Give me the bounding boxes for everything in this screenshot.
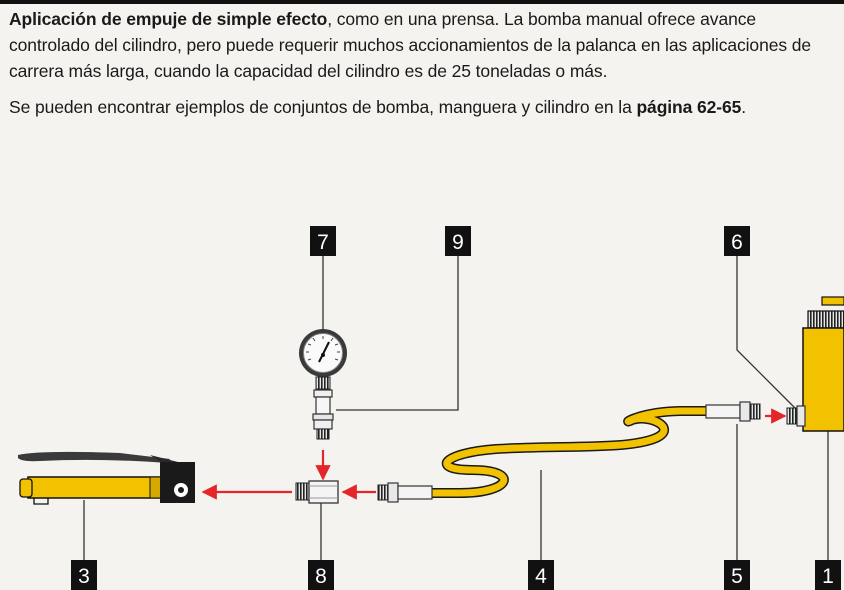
callout-4-label: 4: [535, 565, 547, 588]
leader-adapter: [336, 256, 459, 411]
gauge-coupler-icon: [295, 480, 339, 504]
callout-7-label: 7: [317, 231, 329, 254]
callout-5: 5: [724, 560, 750, 590]
callout-8: 8: [308, 560, 334, 590]
callout-5-label: 5: [731, 565, 743, 588]
leader-cylinder-coupler: [736, 256, 798, 411]
intro-text: Aplicación de empuje de simple efecto, c…: [9, 6, 841, 120]
callout-9: 9: [445, 226, 471, 256]
callout-7: 7: [310, 226, 336, 256]
callout-3-label: 3: [78, 565, 90, 588]
intro-bold-lead: Aplicación de empuje de simple efecto: [9, 9, 328, 29]
callout-1: 1: [815, 560, 841, 590]
examples-page-ref: página 62-65: [636, 97, 742, 117]
hydraulic-hose-icon: [377, 401, 761, 503]
intro-sentence: , como en una prensa. La bomba manual of…: [9, 9, 812, 81]
hydraulic-cylinder-icon: [786, 296, 844, 432]
callout-1-label: 1: [822, 565, 834, 588]
examples-text: Se pueden encontrar ejemplos de conjunto…: [9, 97, 637, 117]
callout-6-label: 6: [731, 231, 743, 254]
callout-3: 3: [71, 560, 97, 590]
examples-period: .: [741, 97, 747, 117]
examples-paragraph: Se pueden encontrar ejemplos de conjunto…: [9, 94, 841, 120]
top-rule: [0, 0, 844, 4]
pressure-gauge-icon: [299, 329, 347, 440]
flow-arrows: [201, 408, 787, 500]
callout-9-label: 9: [452, 231, 464, 254]
intro-paragraph: Aplicación de empuje de simple efecto, c…: [9, 6, 841, 84]
callout-6: 6: [724, 226, 750, 256]
callout-8-label: 8: [315, 565, 327, 588]
callout-4: 4: [528, 560, 554, 590]
hand-pump-icon: [18, 451, 195, 505]
